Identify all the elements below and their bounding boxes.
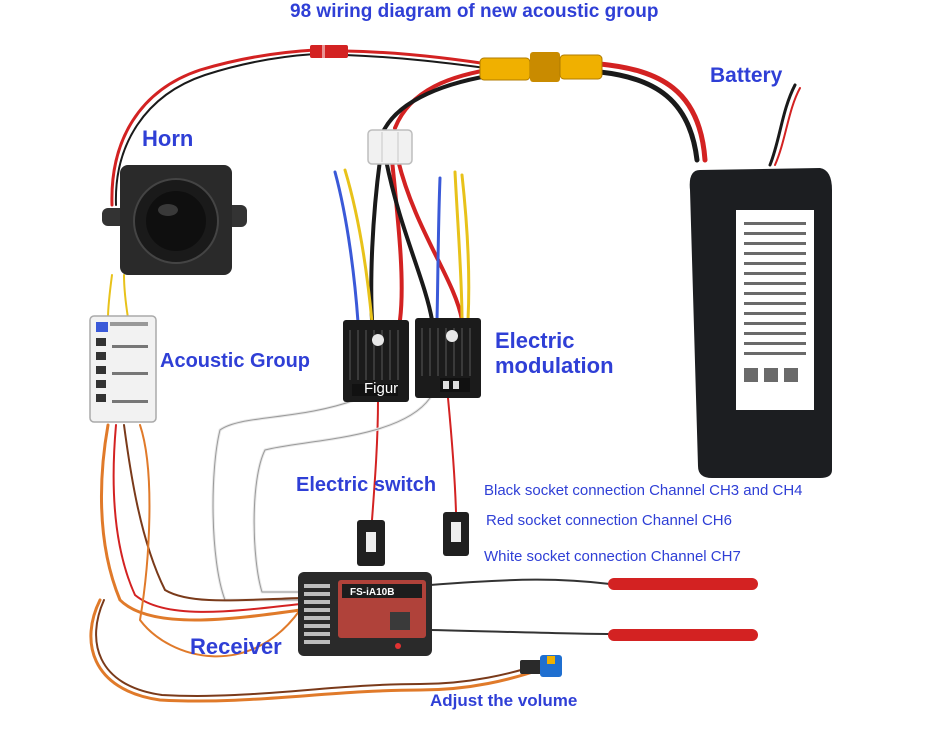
esc-right (415, 318, 481, 398)
terminal-block (367, 129, 413, 165)
horn-lead-red (110, 48, 317, 207)
receiver: FS-iA10B (298, 572, 432, 656)
xt60-connector (479, 52, 603, 82)
battery-lead-black (597, 69, 700, 163)
top-lead (343, 49, 502, 68)
label-electric-switch: Electric switch (296, 474, 437, 496)
label-receiver: Receiver (190, 634, 282, 659)
note-red-socket: Red socket connection Channel CH6 (486, 512, 732, 529)
battery-lead-red (597, 61, 708, 163)
esc-left (343, 320, 409, 402)
note-black-socket: Black socket connection Channel CH3 and … (484, 482, 803, 499)
switch-right (443, 512, 469, 556)
top-connector (310, 45, 348, 58)
battery-balance-lead-red (774, 87, 801, 166)
horn-lead-black (114, 53, 316, 206)
acoustic-group-module (89, 315, 157, 423)
note-white-socket: White socket connection Channel CH7 (484, 548, 741, 565)
battery-pack (689, 168, 832, 478)
antenna-tips (608, 578, 758, 641)
horn-speaker (102, 165, 247, 275)
label-horn: Horn (142, 126, 194, 151)
switch-left (357, 520, 385, 566)
label-electric-modulation-1: Electric (495, 328, 575, 353)
diagram-title: 98 wiring diagram of new acoustic group (290, 1, 659, 22)
label-electric-modulation-2: modulation (495, 353, 614, 378)
receiver-model: FS-iA10B (350, 587, 394, 598)
label-battery: Battery (710, 64, 783, 87)
volume-knob (520, 655, 562, 677)
figure-watermark: Figur (364, 380, 399, 397)
label-adjust-volume: Adjust the volume (430, 691, 578, 710)
wires (89, 48, 801, 703)
battery-balance-lead (768, 83, 797, 167)
label-acoustic-group: Acoustic Group (160, 350, 311, 372)
